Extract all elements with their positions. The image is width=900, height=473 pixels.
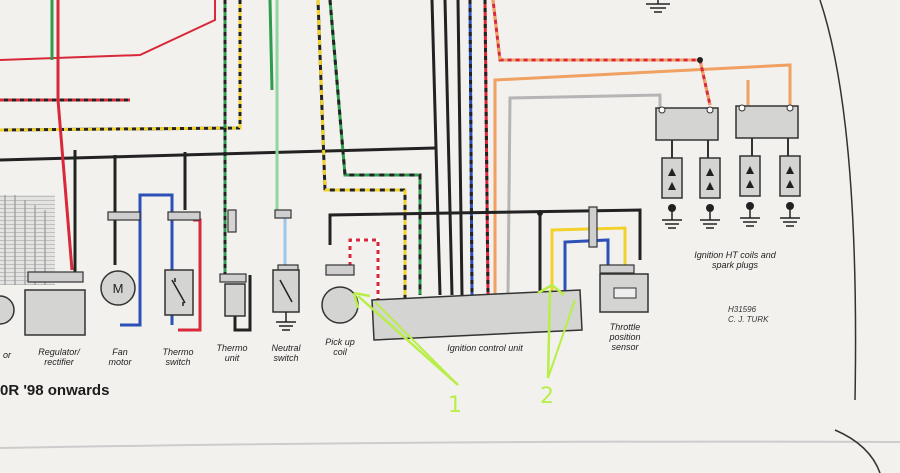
wire-yellow-black-dash bbox=[0, 0, 242, 132]
wire-yellow-black-vertical-dash bbox=[316, 0, 407, 300]
label-pickup-coil: Pick up coil bbox=[325, 337, 355, 357]
ht-coil-terminal bbox=[786, 104, 794, 112]
spark-plug-2 bbox=[699, 157, 721, 229]
wire-red-black-vertical-dash bbox=[483, 0, 490, 296]
wire-yellow-black bbox=[0, 0, 242, 132]
thermo-switch-symbol bbox=[171, 278, 186, 306]
page-curl-line bbox=[819, 0, 857, 401]
pickup-coil-body bbox=[321, 286, 359, 324]
ht-coil-module-1 bbox=[655, 107, 719, 141]
ht-coil-links bbox=[671, 138, 789, 160]
wire-junction-dot bbox=[697, 57, 703, 63]
wire-black-ch3 bbox=[456, 0, 464, 296]
wire-red-regulator bbox=[56, 0, 74, 271]
wire-left-bundle-lines bbox=[4, 195, 46, 285]
next-page-arc bbox=[834, 429, 881, 473]
spark-plug-3 bbox=[739, 155, 761, 227]
left-connector-bundle bbox=[0, 195, 55, 285]
label-fan-motor: Fan motor bbox=[108, 347, 132, 367]
wire-red-top bbox=[491, 0, 712, 106]
label-regulator-rectifier: Regulator/ rectifier bbox=[38, 347, 80, 367]
section-heading: 0R '98 onwards bbox=[0, 382, 110, 399]
wire-black-ch2 bbox=[443, 0, 454, 296]
label-partial-left: or bbox=[2, 350, 11, 360]
spark-plug-1 bbox=[661, 157, 683, 229]
ht-coil-terminal bbox=[738, 104, 746, 112]
wire-green-black-vertical-dash bbox=[328, 0, 422, 295]
fan-motor-body bbox=[100, 270, 136, 306]
neutral-switch-connector-top bbox=[274, 209, 292, 219]
wire-fan-blue bbox=[120, 193, 174, 327]
wire-blue-black-dash bbox=[468, 0, 474, 296]
annotation-arrow-1 bbox=[352, 291, 459, 386]
label-neutral-switch: Neutral switch bbox=[271, 343, 301, 363]
label-ignition-ht-coils: Ignition HT coils and spark plugs bbox=[694, 250, 776, 270]
top-ground-icon bbox=[646, 0, 670, 13]
wire-red-top-dash bbox=[491, 0, 712, 106]
figure-credit: H31596 C. J. TURK bbox=[728, 305, 769, 324]
ht-coil-terminal bbox=[658, 106, 666, 114]
neutral-ground-icon bbox=[276, 312, 296, 331]
label-ignition-control-unit: Ignition control unit bbox=[447, 343, 523, 353]
tps-window bbox=[613, 287, 637, 299]
ht-coil-terminal bbox=[706, 106, 714, 114]
label-thermo-unit: Thermo unit bbox=[216, 343, 248, 363]
tps-wire-connector bbox=[588, 206, 598, 248]
wire-top-red-hatch bbox=[0, 0, 216, 61]
thermo-unit-connector bbox=[219, 273, 247, 283]
wire-black-ch1 bbox=[430, 0, 442, 296]
wire-black-icu-loop bbox=[328, 208, 642, 260]
regulator-body bbox=[24, 289, 86, 336]
neutral-switch-symbol bbox=[279, 279, 293, 303]
motor-symbol: M bbox=[113, 281, 124, 296]
wire-orange bbox=[493, 63, 792, 295]
ht-coil-module-2 bbox=[735, 105, 799, 139]
wire-black-bus bbox=[0, 146, 436, 162]
annotation-arrow-2 bbox=[537, 283, 576, 379]
wire-red-white-dash bbox=[348, 238, 380, 300]
ignition-control-unit-body bbox=[371, 289, 583, 341]
label-throttle-position-sensor: Throttle position sensor bbox=[609, 322, 641, 352]
annotation-number-1: 1 bbox=[448, 393, 462, 418]
thermo-switch-connector bbox=[167, 211, 201, 221]
label-thermo-switch: Thermo switch bbox=[162, 347, 194, 367]
left-partial-component bbox=[0, 295, 15, 325]
pickup-coil-connector bbox=[325, 264, 355, 276]
thermo-unit-body bbox=[224, 283, 246, 317]
wire-green-top bbox=[268, 0, 274, 91]
spark-plug-4 bbox=[779, 155, 801, 227]
page-bottom-edge bbox=[0, 440, 900, 449]
regulator-connector bbox=[27, 271, 84, 283]
thermo-unit-fuse bbox=[227, 209, 237, 233]
wire-thermo-unit-ground bbox=[233, 275, 252, 332]
fan-motor-connector bbox=[107, 211, 141, 221]
tps-connector bbox=[599, 264, 635, 274]
annotation-number-2: 2 bbox=[540, 384, 554, 409]
wire-tps-blue bbox=[563, 238, 610, 295]
wire-grey bbox=[506, 93, 662, 296]
